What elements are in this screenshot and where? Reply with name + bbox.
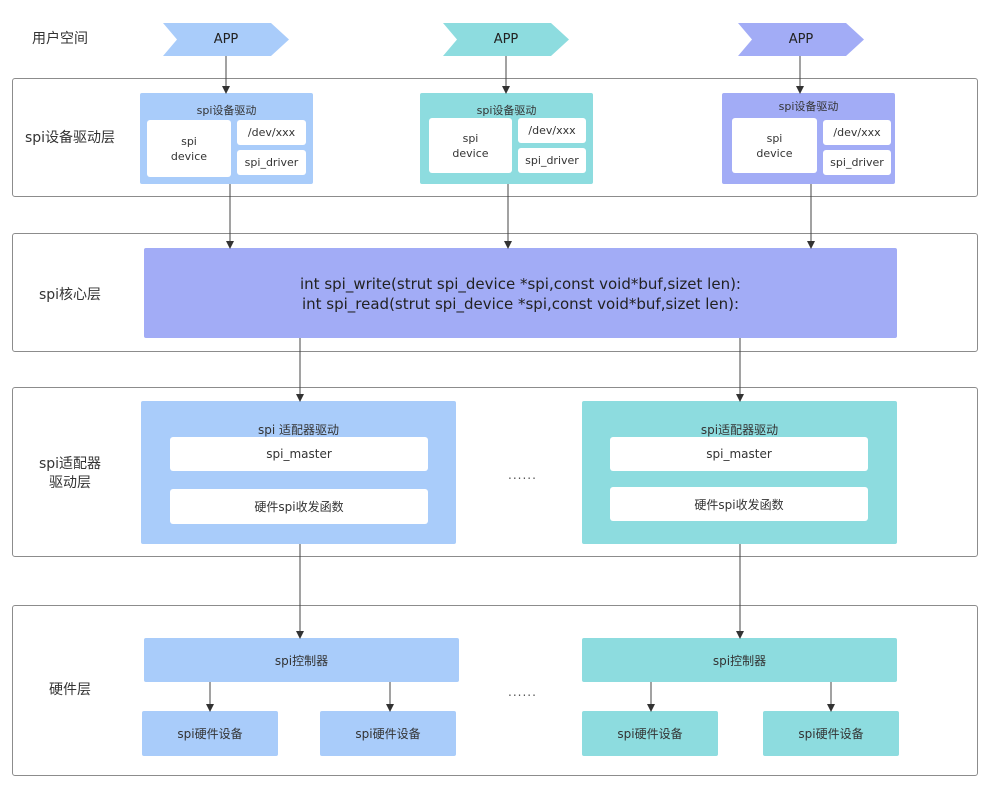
- hardware-layer-label: 硬件层: [49, 682, 91, 698]
- spi-core-layer-label: spi核心层: [38, 287, 102, 303]
- app-chevron-2: APP: [443, 23, 569, 56]
- app-chevron-3: APP: [738, 23, 864, 56]
- chevron-shape-icon: [443, 23, 569, 56]
- spi-device-driver-box-1: spi设备驱动 spi device /dev/xxx spi_driver: [140, 93, 313, 184]
- spi-master-box: spi_master: [610, 437, 868, 471]
- adapter-ellipsis: ......: [508, 468, 537, 482]
- spi-read-signature: int spi_read(strut spi_device *spi,const…: [301, 295, 740, 313]
- spi-driver-box: spi_driver: [518, 148, 586, 173]
- spi-driver-box: spi_driver: [823, 150, 891, 175]
- user-space-label: 用户空间: [32, 31, 88, 47]
- spi-device-driver-box-3: spi设备驱动 spi device /dev/xxx spi_driver: [722, 93, 895, 184]
- dev-node-box: /dev/xxx: [518, 118, 586, 143]
- spi-adapter-driver-box-2: spi适配器驱动 spi_master 硬件spi收发函数: [582, 401, 897, 544]
- app-label: APP: [213, 32, 239, 47]
- spi-device-driver-title: spi设备驱动: [476, 104, 537, 117]
- spi-hw-device-box: spi硬件设备: [763, 711, 899, 756]
- spi-device-driver-title: spi设备驱动: [778, 100, 839, 113]
- adapter-driver-title: spi适配器驱动: [700, 422, 779, 437]
- hw-transfer-func-box: 硬件spi收发函数: [610, 487, 868, 521]
- dev-node-box: /dev/xxx: [823, 120, 891, 145]
- app-chevron-1: APP: [163, 23, 289, 56]
- spi-device-driver-title: spi设备驱动: [196, 104, 257, 117]
- spi-device-box: spi device: [147, 120, 231, 177]
- adapter-driver-title: spi 适配器驱动: [257, 422, 340, 437]
- hardware-ellipsis: ......: [508, 685, 537, 699]
- chevron-shape-icon: [163, 23, 289, 56]
- spi-core-api-box: int spi_write(strut spi_device *spi,cons…: [144, 248, 897, 338]
- dev-node-box: /dev/xxx: [237, 120, 306, 145]
- hw-transfer-func-box: 硬件spi收发函数: [170, 489, 428, 524]
- spi-write-signature: int spi_write(strut spi_device *spi,cons…: [300, 275, 741, 293]
- app-label: APP: [493, 32, 519, 47]
- spi-device-box: spi device: [429, 118, 512, 173]
- chevron-shape-icon: [738, 23, 864, 56]
- spi-master-box: spi_master: [170, 437, 428, 471]
- spi-controller-box-2: spi控制器: [582, 638, 897, 682]
- spi-controller-box-1: spi控制器: [144, 638, 459, 682]
- spi-driver-box: spi_driver: [237, 150, 306, 175]
- spi-device-box: spi device: [732, 118, 817, 173]
- spi-adapter-driver-box-1: spi 适配器驱动 spi_master 硬件spi收发函数: [141, 401, 456, 544]
- adapter-layer-label: spi适配器 驱动层: [38, 456, 102, 491]
- spi-hw-device-box: spi硬件设备: [142, 711, 278, 756]
- device-driver-layer-label: spi设备驱动层: [24, 130, 116, 146]
- spi-device-driver-box-2: spi设备驱动 spi device /dev/xxx spi_driver: [420, 93, 593, 184]
- spi-hw-device-box: spi硬件设备: [582, 711, 718, 756]
- spi-hw-device-box: spi硬件设备: [320, 711, 456, 756]
- app-label: APP: [788, 32, 814, 47]
